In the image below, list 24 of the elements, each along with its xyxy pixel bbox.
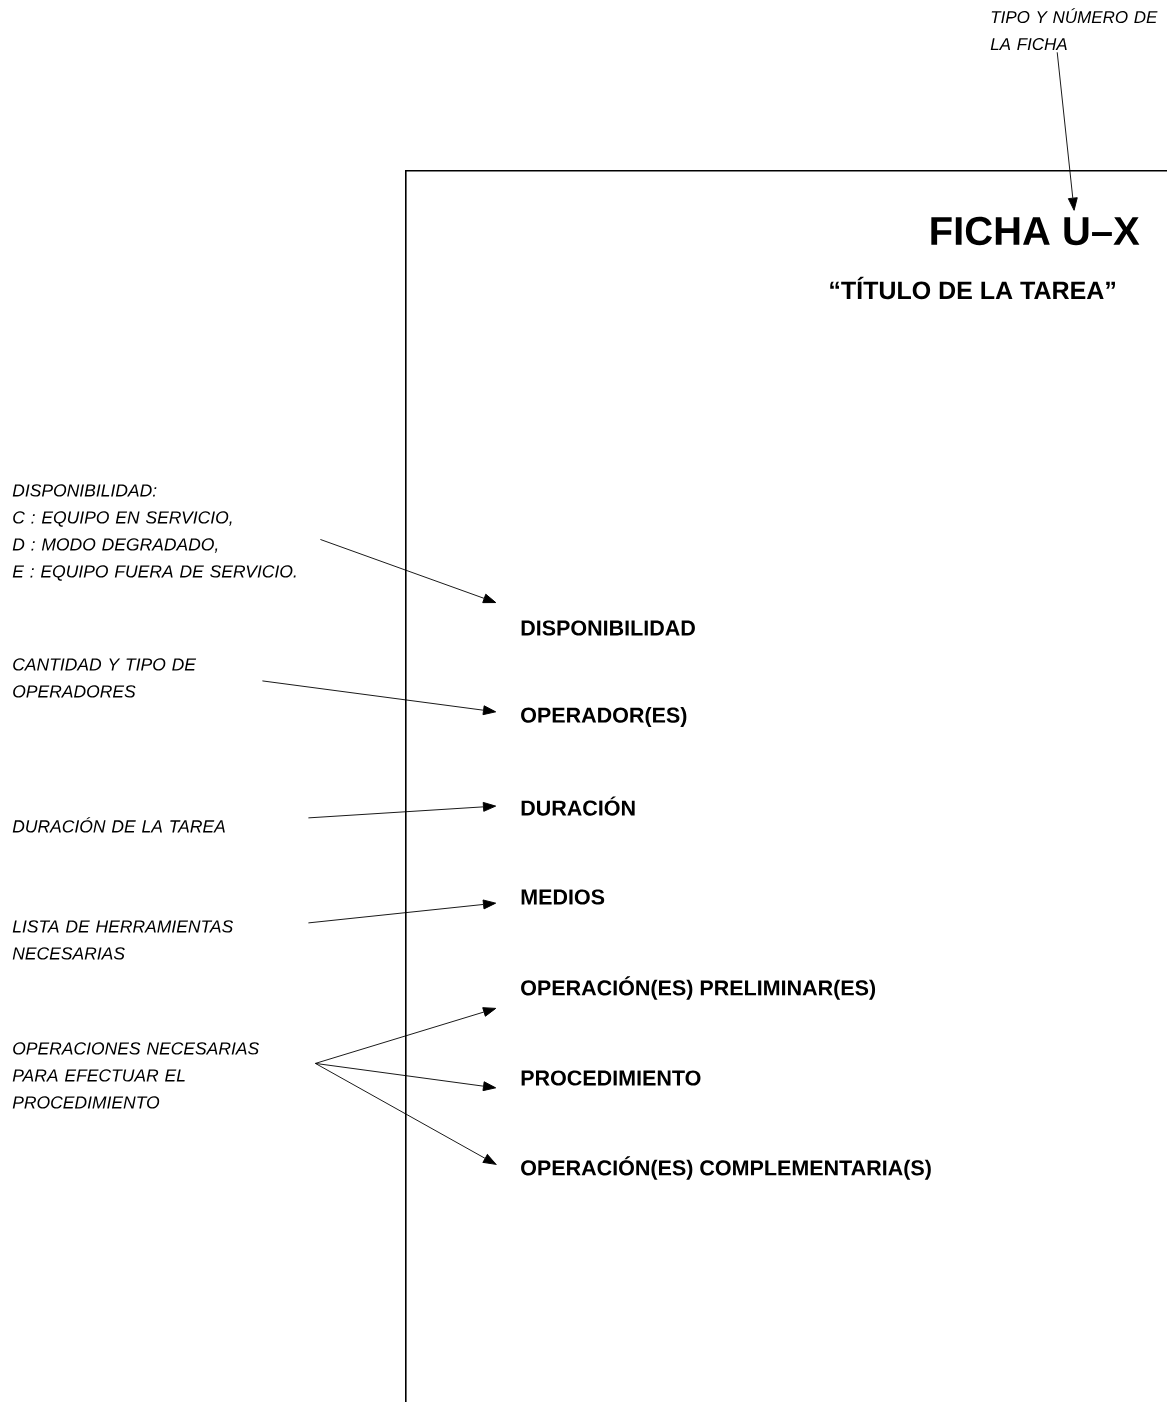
arrow — [314, 1062, 497, 1165]
field-heading: DURACIÓN — [521, 796, 635, 816]
arrow — [307, 899, 497, 924]
annotation-text: OPERACIONES NECESARIAS PARA EFECTUAR EL PROCEDIMIENTO — [12, 1042, 259, 1109]
field-heading: MEDIOS — [521, 889, 605, 905]
arrow — [314, 1062, 497, 1092]
annotation-text: CANTIDAD Y TIPO DE OPERADORES — [13, 658, 197, 698]
sheet-frame — [405, 170, 1167, 1402]
annotation-text: LISTA DE HERRAMIENTAS NECESARIAS — [12, 920, 234, 960]
annotation-text: DISPONIBILIDAD: C : EQUIPO EN SERVICIO, D : MODO DEGRADADO, E : EQUIPO FUERA DE SERVICIO. — [12, 484, 296, 581]
sheet-number: FICHA U–X — [931, 216, 1140, 246]
field-heading: OPERADOR(ES) — [521, 707, 687, 728]
field-heading: OPERACIÓN(ES) COMPLEMENTARIA(S) — [521, 1156, 931, 1180]
arrow — [1056, 51, 1078, 211]
field-heading: PROCEDIMIENTO — [521, 1070, 701, 1086]
annotation-text: TIPO Y NÚMERO DE LA FICHA — [990, 8, 1158, 51]
arrow — [307, 801, 497, 819]
arrow — [314, 1007, 497, 1064]
annotation-text: DURACIÓN DE LA TAREA — [12, 817, 225, 833]
field-heading: OPERACIÓN(ES) PRELIMINAR(ES) — [521, 976, 876, 1000]
field-heading: DISPONIBILIDAD — [521, 620, 695, 636]
task-title: “TÍTULO DE LA TAREA” — [830, 276, 1115, 300]
arrow — [261, 680, 497, 716]
arrow — [319, 539, 497, 604]
